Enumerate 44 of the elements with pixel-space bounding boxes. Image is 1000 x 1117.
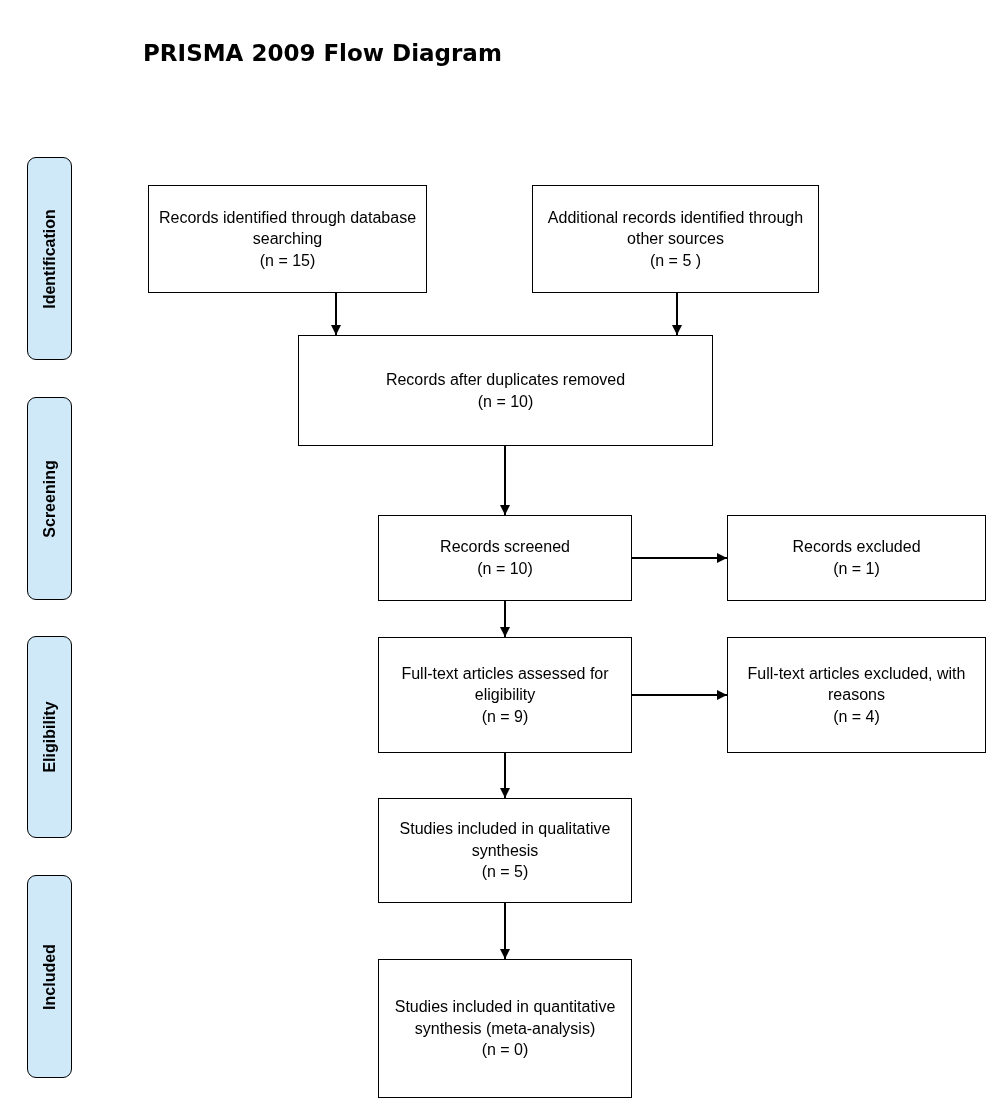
box-text: Records after duplicates removed bbox=[385, 369, 626, 390]
arrow bbox=[631, 690, 728, 700]
box-text: Full-text articles excluded, with reasons bbox=[746, 663, 967, 706]
count-text: (n = 4) bbox=[833, 706, 880, 727]
box-text: Studies included in qualitative synthesis bbox=[398, 819, 612, 861]
count-text: (n = 15) bbox=[259, 250, 316, 271]
phase-label-box bbox=[27, 875, 72, 1078]
arrow bbox=[672, 292, 682, 336]
count-text: (n = 5) bbox=[481, 862, 529, 883]
process-box bbox=[378, 515, 632, 601]
phase-label-box bbox=[27, 397, 72, 600]
count-text: (n = 1) bbox=[833, 559, 880, 579]
process-box bbox=[148, 185, 427, 293]
arrow bbox=[331, 292, 341, 336]
box-text: Records excluded bbox=[792, 537, 921, 558]
phase-label: Eligibility bbox=[40, 701, 59, 773]
phase-label: Screening bbox=[40, 459, 59, 538]
process-box bbox=[727, 637, 986, 753]
count-text: (n = 10) bbox=[477, 559, 533, 579]
count-text: (n = 5 ) bbox=[649, 250, 702, 271]
process-box bbox=[298, 335, 713, 446]
box-text: Records identified through database searching bbox=[157, 207, 418, 250]
phase-label-box bbox=[27, 636, 72, 838]
process-box bbox=[378, 637, 632, 753]
arrow bbox=[500, 445, 510, 516]
phase-label: Included bbox=[40, 943, 59, 1010]
box-text: Full-text articles assessed for eligibility bbox=[400, 663, 610, 706]
count-text: (n = 10) bbox=[477, 391, 534, 412]
diagram-title: PRISMA 2009 Flow Diagram bbox=[143, 40, 502, 66]
process-box bbox=[378, 798, 632, 903]
process-box bbox=[378, 959, 632, 1098]
process-box bbox=[727, 515, 986, 601]
box-text: Additional records identified through other sources bbox=[546, 207, 805, 250]
arrow bbox=[500, 600, 510, 638]
arrow bbox=[500, 902, 510, 960]
phase-label: Identification bbox=[40, 208, 59, 309]
process-box bbox=[532, 185, 819, 293]
box-text: Studies included in quantitative synthesis (meta-analysis) bbox=[393, 997, 617, 1039]
phase-label-box bbox=[27, 157, 72, 360]
arrow bbox=[631, 553, 728, 563]
arrow bbox=[500, 752, 510, 799]
count-text: (n = 0) bbox=[481, 1040, 529, 1061]
box-text: Records screened bbox=[440, 537, 570, 558]
count-text: (n = 9) bbox=[481, 706, 529, 727]
